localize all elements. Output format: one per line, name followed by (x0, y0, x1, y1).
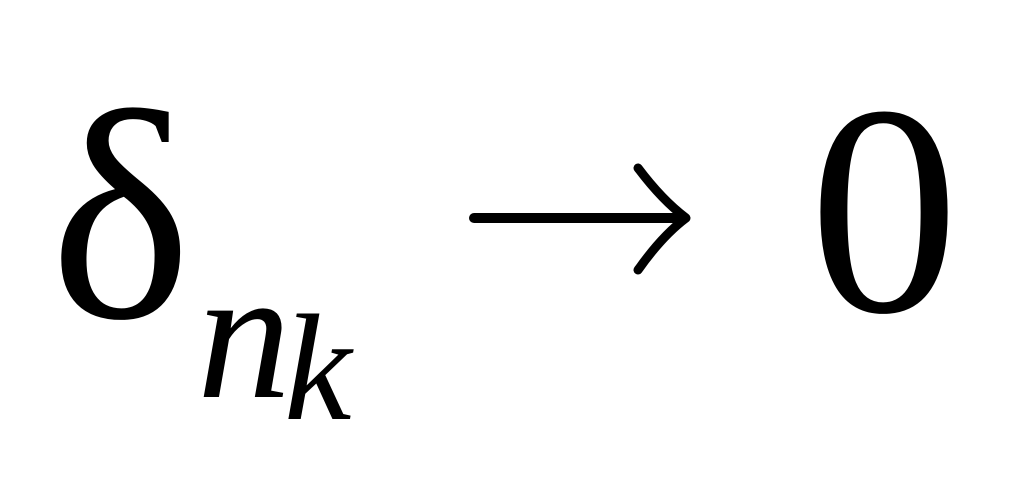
right-arrow-icon (469, 163, 691, 275)
subscript-n: n (197, 229, 291, 438)
subscript-k: k (284, 284, 352, 452)
limit-value: 0 (809, 44, 959, 376)
delta-symbol: δ (50, 50, 192, 382)
